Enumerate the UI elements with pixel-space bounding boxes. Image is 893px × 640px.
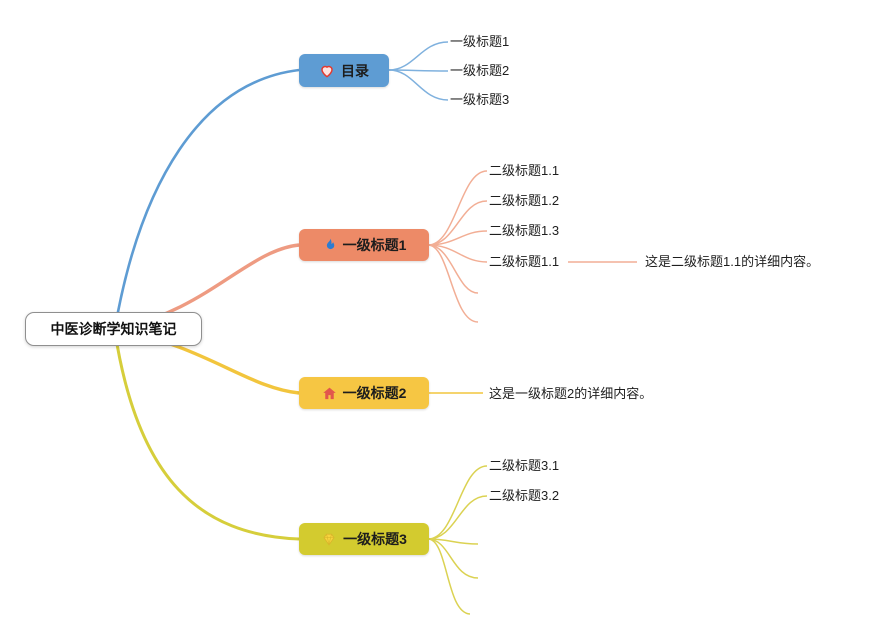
branch-node-h3[interactable]: 一级标题3 xyxy=(299,523,429,555)
leaf-node[interactable]: 二级标题1.2 xyxy=(489,193,560,208)
connector-h3-leaf1 xyxy=(427,465,488,540)
leaf-node[interactable]: 二级标题1.3 xyxy=(489,223,560,238)
connector-root-h3 xyxy=(113,331,300,541)
gem-icon xyxy=(321,532,337,547)
connector-h1-leaf2 xyxy=(427,200,488,246)
connector-h1-leaf1 xyxy=(427,170,488,246)
leaf-node[interactable]: 二级标题3.1 xyxy=(489,458,560,473)
connector-h1-empty1 xyxy=(427,244,479,294)
leaf-node[interactable]: 二级标题1.1 xyxy=(489,163,560,178)
branch-node-label: 目录 xyxy=(341,62,369,79)
branch-node-label: 一级标题3 xyxy=(343,531,407,547)
leaf-node[interactable]: 二级标题3.2 xyxy=(489,488,560,503)
leaf-node[interactable]: 一级标题1 xyxy=(450,34,510,49)
heart-icon xyxy=(319,63,335,79)
connector-h1-empty2 xyxy=(427,244,479,323)
connector-catalog-leaf1 xyxy=(388,41,449,71)
branch-node-h1[interactable]: 一级标题1 xyxy=(299,229,429,261)
connector-h3-empty2 xyxy=(427,538,479,579)
flame-icon xyxy=(322,237,337,253)
connector-h1-leaf3 xyxy=(427,230,488,246)
detail-text[interactable]: 这是一级标题2的详细内容。 xyxy=(489,386,653,401)
branch-node-label: 一级标题1 xyxy=(342,237,407,253)
root-node-label: 中医诊断学知识笔记 xyxy=(50,321,177,337)
branch-node-label: 一级标题2 xyxy=(342,385,407,401)
home-icon xyxy=(322,386,337,401)
connector-h3-empty3 xyxy=(427,538,471,615)
detail-text[interactable]: 这是二级标题1.1的详细内容。 xyxy=(645,254,820,269)
connector-h1-leaf4 xyxy=(427,244,488,263)
root-node[interactable]: 中医诊断学知识笔记 xyxy=(25,312,202,346)
connector-catalog-leaf3 xyxy=(388,69,449,101)
leaf-node[interactable]: 一级标题2 xyxy=(450,63,510,78)
leaf-node[interactable]: 一级标题3 xyxy=(450,92,510,107)
connector-root-catalog xyxy=(113,68,300,329)
connector-h3-leaf2 xyxy=(427,495,488,540)
branch-node-h2[interactable]: 一级标题2 xyxy=(299,377,429,409)
branch-node-catalog[interactable]: 目录 xyxy=(299,54,389,87)
leaf-node[interactable]: 二级标题1.1 xyxy=(489,254,560,269)
